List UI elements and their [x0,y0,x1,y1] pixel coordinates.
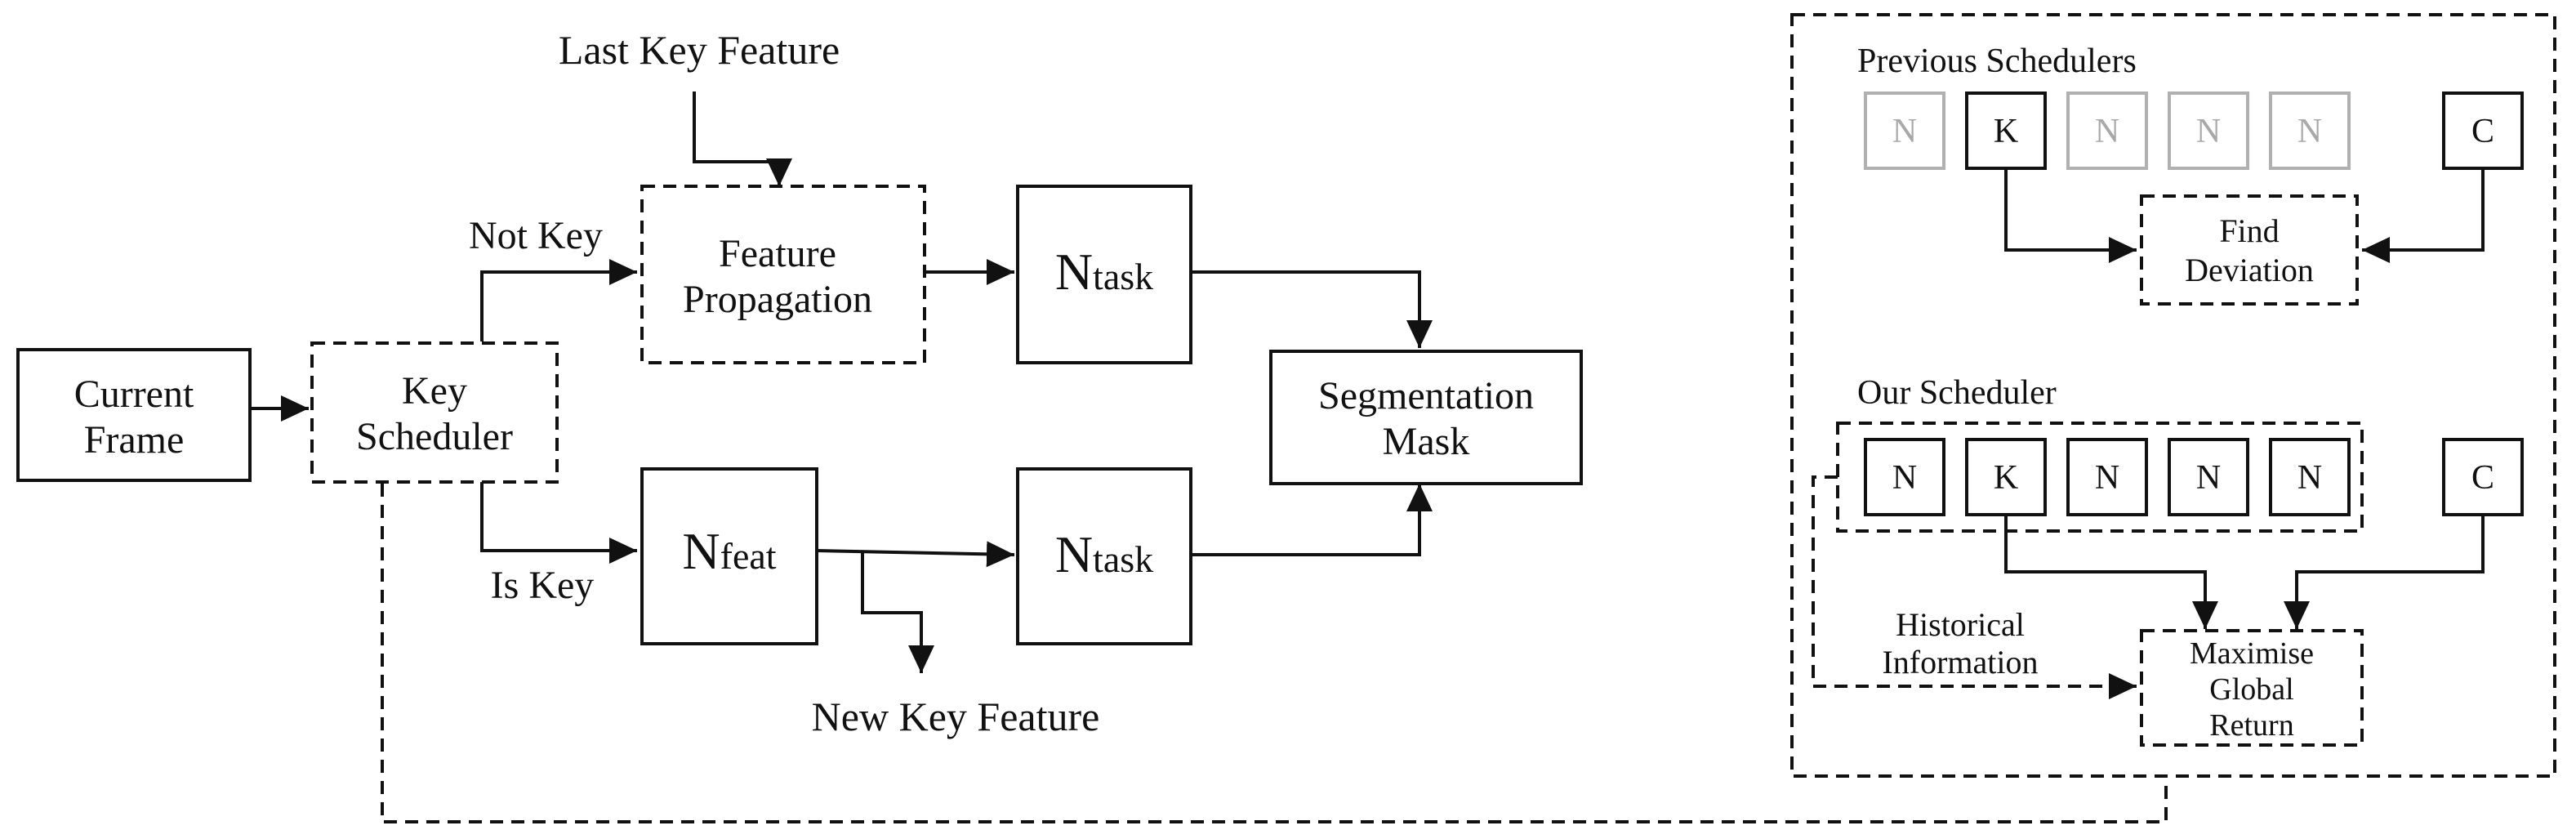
arrow-not-key [480,259,637,341]
previous-scheduler-current-cell: C [2442,91,2524,170]
our-cell-1: K [1994,459,2018,497]
our-cell-3: N [2196,459,2221,497]
previous-schedulers-title: Previous Schedulers [1857,42,2137,80]
arrow-is-key [480,482,637,564]
prev-cell-3: N [2196,113,2221,150]
our-cell-2: N [2095,459,2119,497]
new-key-feature-label: New Key Feature [812,694,1100,739]
prev-cell-1: K [1994,113,2018,150]
feature-propagation-label-1: Feature [719,232,836,275]
global-return-label-2: Global [2209,672,2293,707]
global-return-label-3: Return [2209,708,2293,743]
key-scheduler-label-2: Scheduler [356,415,513,458]
not-key-label: Not Key [469,214,603,257]
connectors [250,91,2168,823]
prev-cell-2: N [2095,113,2119,150]
global-return-label-1: Maximise [2190,636,2314,671]
historical-information-label-2: Information [1882,644,2038,681]
arrow-historical-information [1812,475,2137,699]
svg-text:C: C [2471,113,2494,150]
previous-scheduler-row: N K N N N [1864,91,2351,170]
segmentation-mask-label-2: Mask [1383,420,1470,463]
our-cell-4: N [2297,459,2322,497]
key-scheduler-node: Key Scheduler [310,341,559,484]
our-scheduler-row: N K N N N [1864,438,2351,516]
current-frame-node: Current Frame [16,348,252,482]
arrow-k-to-find-deviation [2004,168,2137,263]
historical-information-label-1: Historical [1896,606,2025,643]
segmentation-mask-label-1: Segmentation [1318,374,1534,417]
find-deviation-node: Find Deviation [2140,194,2359,306]
find-deviation-label-1: Find [2219,212,2279,249]
find-deviation-label-2: Deviation [2185,252,2314,288]
arrow-ntask-bottom-to-mask [1191,484,1433,556]
prev-cell-4: N [2297,113,2322,150]
segmentation-mask-node: Segmentation Mask [1269,350,1583,485]
feature-propagation-label-2: Propagation [683,278,872,321]
n-task-top-node: Ntask [1016,185,1192,364]
n-task-bottom-node: Ntask [1016,467,1192,645]
arrow-new-key-feature [861,552,934,673]
our-cell-0: N [1892,459,1917,497]
n-feat-node: Nfeat [640,467,818,645]
our-scheduler-current-cell: C [2442,438,2524,516]
svg-text:C: C [2471,459,2494,497]
arrow-k-to-global-return [2004,515,2218,629]
maximise-global-return-node: Maximise Global Return [2140,629,2364,747]
arrow-ntask-top-to-mask [1191,270,1433,348]
last-key-feature-label: Last Key Feature [559,27,840,73]
arrow-last-key-feature [693,91,792,186]
current-frame-label-1: Current [74,373,194,416]
arrow-c-to-find-deviation [2362,168,2485,263]
current-frame-label-2: Frame [84,418,185,462]
n-task-top-label: Ntask [1055,243,1153,301]
our-scheduler-title: Our Scheduler [1857,374,2057,412]
key-scheduler-label-1: Key [402,369,467,413]
n-feat-label: Nfeat [682,522,776,580]
n-task-bottom-label: Ntask [1055,525,1153,583]
arrow-c-to-global-return [2284,515,2485,629]
is-key-label: Is Key [491,564,595,607]
prev-cell-0: N [1892,113,1917,150]
arrow-nfeat-to-ntask [816,541,1015,568]
feature-propagation-node: Feature Propagation [640,185,926,364]
